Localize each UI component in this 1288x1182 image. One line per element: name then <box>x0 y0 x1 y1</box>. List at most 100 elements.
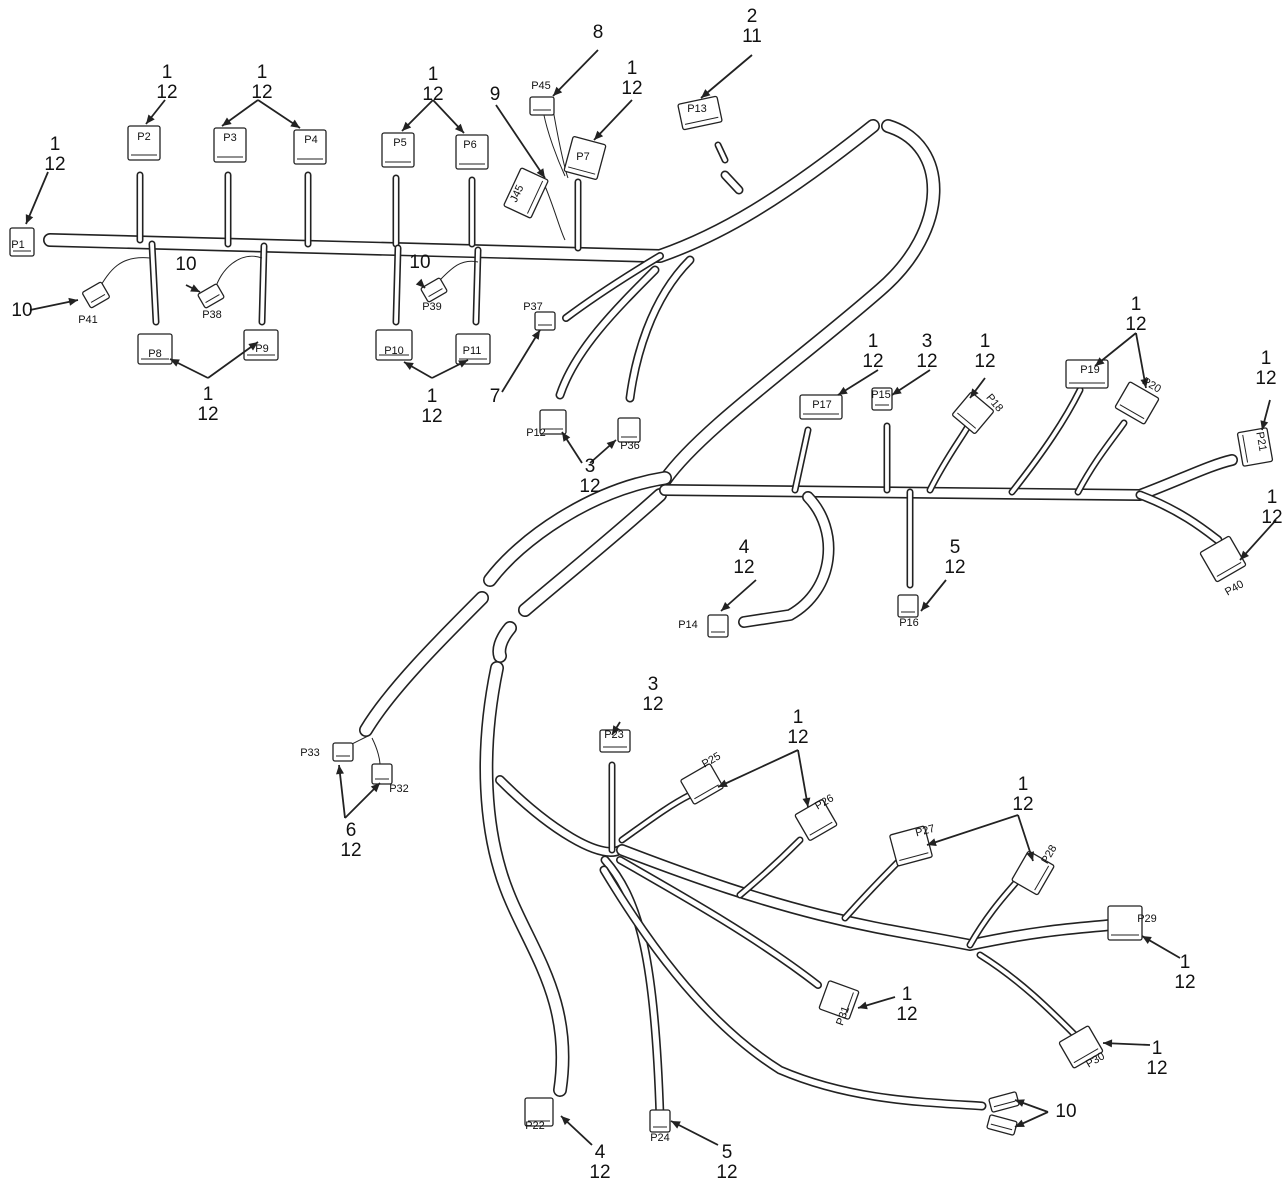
harness-cables <box>43 102 1238 1123</box>
cable-segment-19-fill <box>660 455 1237 500</box>
leader-arrowhead-1 <box>146 114 155 124</box>
cable-segment-26-fill <box>1076 421 1126 494</box>
leader-arrowhead-24 <box>1140 378 1149 388</box>
cable-segment-39-fill <box>601 867 985 1109</box>
connector-P13-body <box>677 95 723 131</box>
connector-label-P27: P27 <box>914 823 936 840</box>
callout-c6-line-0: 8 <box>593 22 604 43</box>
callout-c20-line-0: 1 <box>1261 348 1272 369</box>
connector-P27-flange <box>899 852 929 861</box>
connector-label-P19: P19 <box>1080 364 1100 376</box>
connector-label-P45: P45 <box>531 80 551 92</box>
connector-P7-flange <box>567 166 596 175</box>
connector-P19-body <box>1065 359 1109 389</box>
callout-c26-line-1: 12 <box>787 727 808 748</box>
connector-P30-flange <box>1073 1048 1099 1064</box>
connector-label-P4: P4 <box>304 134 317 146</box>
connector-P40-body <box>1199 535 1247 583</box>
connector-P33 <box>332 742 354 762</box>
leader-arrowhead-34 <box>927 838 937 846</box>
connector-label-P23: P23 <box>604 729 624 741</box>
connector-P2-body <box>127 125 161 161</box>
callout-c16-line-0: 1 <box>868 331 879 352</box>
connector-label-P36: P36 <box>620 440 640 452</box>
connector-P40-flange <box>1216 561 1242 577</box>
connector-label-P3: P3 <box>223 132 236 144</box>
cable-segment-38-fill <box>602 857 663 1121</box>
leader-arrowhead-7 <box>553 86 563 96</box>
leader-arrowhead-19 <box>606 440 616 449</box>
connector-label-P40: P40 <box>1223 578 1246 598</box>
leader-arrowhead-40 <box>671 1121 681 1129</box>
connector-P16-body <box>897 594 919 618</box>
connector-P10 <box>375 329 413 361</box>
callout-c8-line-1: 12 <box>621 78 642 99</box>
cable-segment-20-fill <box>1137 492 1221 543</box>
cable-segment-16-fill <box>360 592 488 736</box>
connector-P5 <box>381 132 415 168</box>
callout-c30-line-1: 12 <box>1146 1058 1167 1079</box>
connector-P41-flange <box>90 294 106 303</box>
connector-label-P9: P9 <box>255 343 268 355</box>
leader-arrowhead-33 <box>802 797 811 807</box>
leader-arrowhead-8 <box>536 168 545 178</box>
connector-P24 <box>649 1109 671 1133</box>
connector-P2 <box>127 125 161 161</box>
connector-P12-body <box>539 409 567 435</box>
connector-P24-body <box>649 1109 671 1133</box>
leader-arrowhead-42 <box>1015 1119 1025 1127</box>
connector-J45-body <box>503 167 549 219</box>
wire-lead-2 <box>437 260 479 283</box>
callout-c12-line-0: 1 <box>203 384 214 405</box>
cable-segment-37-fill <box>617 857 821 988</box>
connector-P20-body <box>1114 381 1160 425</box>
callout-c28-line-1: 12 <box>1174 972 1195 993</box>
callout-c23-line-0: 5 <box>950 537 961 558</box>
leader-line-8 <box>495 104 546 179</box>
leader-arrowhead-6 <box>701 89 711 98</box>
connector-label-P14: P14 <box>678 619 698 631</box>
connector-P4 <box>293 129 327 165</box>
connector-P38-flange <box>205 294 220 304</box>
connector-label-P37: P37 <box>523 301 543 313</box>
callout-c3-line-1: 12 <box>251 82 272 103</box>
callout-c19-line-0: 1 <box>1131 294 1142 315</box>
callout-c18-line-0: 1 <box>980 331 991 352</box>
connector-label-P12: P12 <box>526 427 546 439</box>
callout-c17-line-1: 12 <box>916 351 937 372</box>
cable-segment-41-fill <box>716 143 727 162</box>
connector-P41 <box>82 281 110 309</box>
callout-c2-line-1: 12 <box>156 82 177 103</box>
connector-P4-body <box>293 129 327 165</box>
connector-P12 <box>539 409 567 435</box>
connector-P30-body <box>1058 1025 1104 1069</box>
connector-P30 <box>1058 1025 1104 1069</box>
leader-arrowhead-13 <box>170 359 180 367</box>
connector-P31-flange <box>844 992 854 1016</box>
connector-label-P22: P22 <box>525 1120 545 1132</box>
connector-label-P17: P17 <box>812 399 832 411</box>
callout-c13-line-0: 1 <box>427 386 438 407</box>
leader-line-32 <box>717 749 799 788</box>
leader-arrowhead-38 <box>1103 1039 1113 1048</box>
cable-segment-31-fill <box>620 793 692 842</box>
connector-P27 <box>889 825 933 867</box>
connector-P32 <box>371 763 393 785</box>
callout-c19-line-1: 12 <box>1125 314 1146 335</box>
connector-terminal-2 <box>986 1114 1018 1136</box>
connector-label-P15: P15 <box>871 389 891 401</box>
leader-arrowhead-32 <box>718 779 728 787</box>
connector-label-P21: P21 <box>1253 431 1268 452</box>
cable-segment-27-outline <box>738 491 835 628</box>
cable-segment-32-fill <box>617 845 1115 950</box>
connector-P27-body <box>889 825 933 867</box>
cable-segment-9-fill <box>394 246 400 324</box>
callout-c31-line-1: 12 <box>589 1162 610 1182</box>
callout-c14-line-0: 7 <box>490 386 501 407</box>
cable-segment-13-fill <box>557 267 658 398</box>
connector-P5-body <box>381 132 415 168</box>
callout-c27-line-1: 12 <box>1012 794 1033 815</box>
leader-line-33 <box>797 749 809 808</box>
connector-P8-body <box>137 333 173 365</box>
leader-arrowhead-26 <box>1240 550 1249 560</box>
